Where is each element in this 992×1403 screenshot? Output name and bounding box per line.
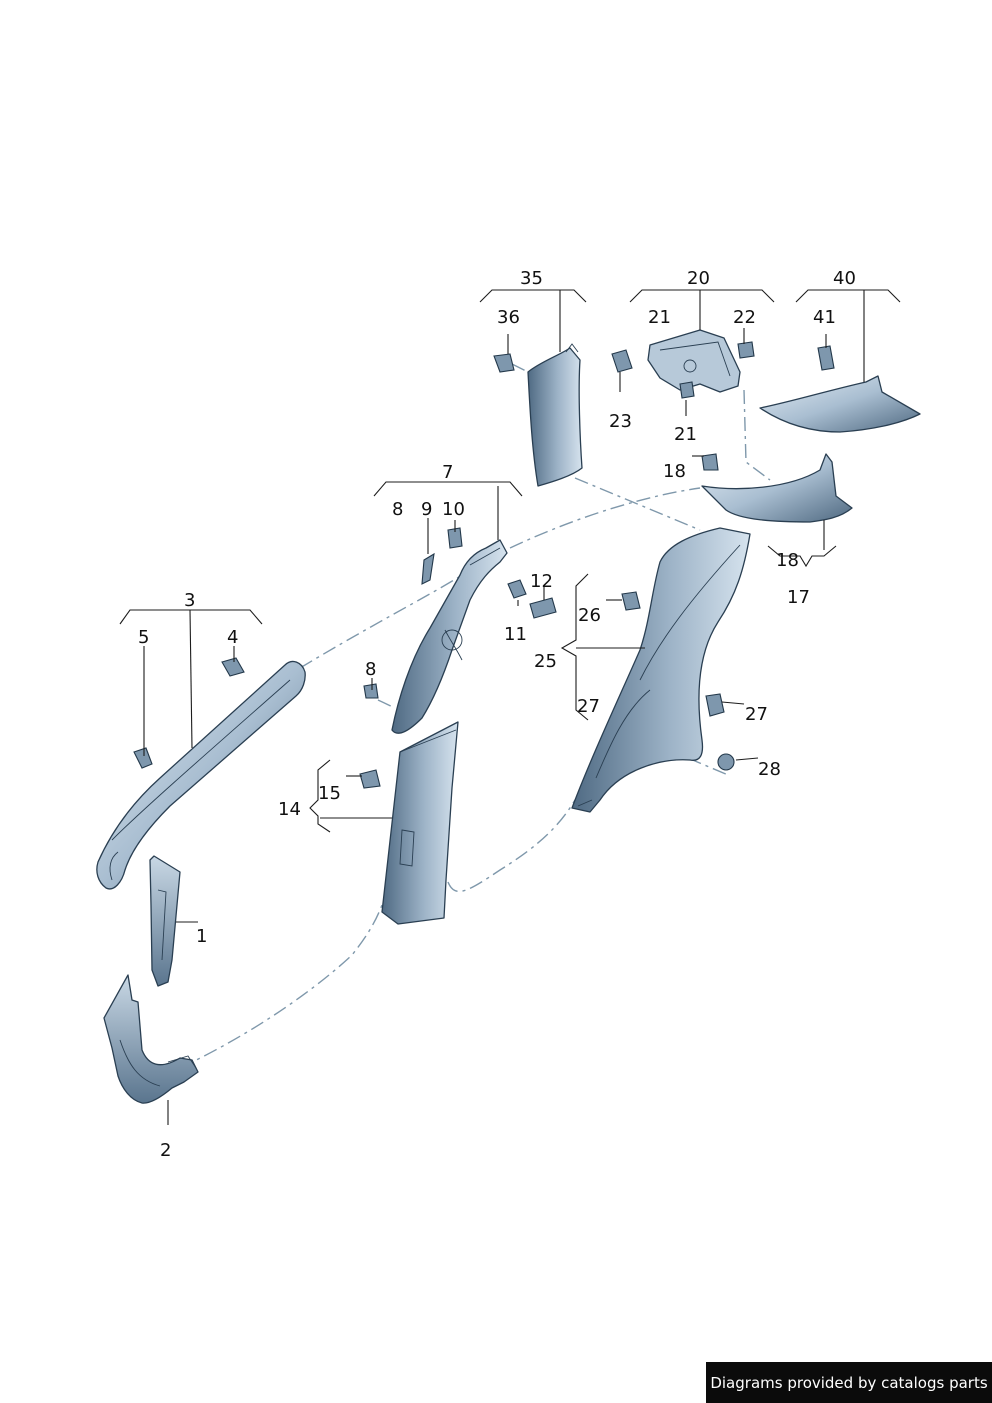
callout-leaders	[119, 289, 901, 1125]
callout-18-top: 18	[663, 461, 686, 482]
callout-18-bottom: 18	[776, 550, 799, 571]
c-pillar-upper-trim	[527, 343, 583, 487]
callout-10: 10	[442, 499, 465, 520]
clip-26	[621, 591, 641, 611]
callout-12: 12	[530, 571, 553, 592]
clip-12	[529, 597, 557, 619]
callout-27-left: 27	[577, 696, 600, 717]
callout-5: 5	[138, 627, 149, 648]
clip-4	[221, 657, 245, 677]
callout-14: 14	[278, 799, 301, 820]
clip-10	[447, 527, 463, 549]
callout-26: 26	[578, 605, 601, 626]
callout-4: 4	[227, 627, 238, 648]
callout-35: 35	[520, 268, 543, 289]
callout-41: 41	[813, 307, 836, 328]
clip-36	[493, 353, 515, 373]
clip-15	[359, 769, 381, 789]
callout-2: 2	[160, 1140, 171, 1161]
callout-3: 3	[184, 590, 195, 611]
bolt-11	[507, 579, 527, 599]
clips-and-fasteners	[133, 341, 835, 789]
clip-8-upper	[363, 683, 379, 699]
a-pillar-upper-trim	[96, 660, 306, 890]
b-pillar-upper-trim	[391, 539, 508, 734]
callout-21-top: 21	[648, 307, 671, 328]
clip-21	[679, 381, 695, 399]
callout-9: 9	[421, 499, 432, 520]
b-pillar-lower-trim	[381, 721, 459, 925]
callout-8-lower: 8	[365, 659, 376, 680]
callout-20: 20	[687, 268, 710, 289]
clip-18	[701, 453, 719, 471]
callout-28: 28	[758, 759, 781, 780]
side-cover-panel	[701, 453, 853, 523]
clip-22	[737, 341, 755, 359]
a-pillar-lower-trim	[149, 855, 181, 987]
callout-labels: 1 2 3 4 5 7 8 9 10 8 11 12 14 15 17 18 1…	[138, 268, 856, 1161]
clip-23	[611, 349, 633, 373]
credit-banner: Diagrams provided by catalogs parts	[706, 1362, 992, 1403]
spring-9	[421, 552, 435, 585]
callout-25: 25	[534, 651, 557, 672]
c-pillar-lower-trim	[571, 527, 751, 813]
callout-11: 11	[504, 624, 527, 645]
clip-27	[705, 693, 725, 717]
callout-15: 15	[318, 783, 341, 804]
callout-8-top: 8	[392, 499, 403, 520]
callout-40: 40	[833, 268, 856, 289]
callout-1: 1	[196, 926, 207, 947]
callout-17: 17	[787, 587, 810, 608]
callout-36: 36	[497, 307, 520, 328]
callout-27-right: 27	[745, 704, 768, 725]
kick-panel-trim	[103, 974, 199, 1104]
rear-trim-strip	[759, 375, 921, 433]
clip-5	[133, 747, 153, 769]
parcel-shelf-bracket	[647, 329, 741, 393]
fastener-28	[717, 753, 735, 771]
callout-23: 23	[609, 411, 632, 432]
callout-7: 7	[442, 462, 453, 483]
callout-22: 22	[733, 307, 756, 328]
callout-21-bottom: 21	[674, 424, 697, 445]
clip-41	[817, 345, 835, 371]
